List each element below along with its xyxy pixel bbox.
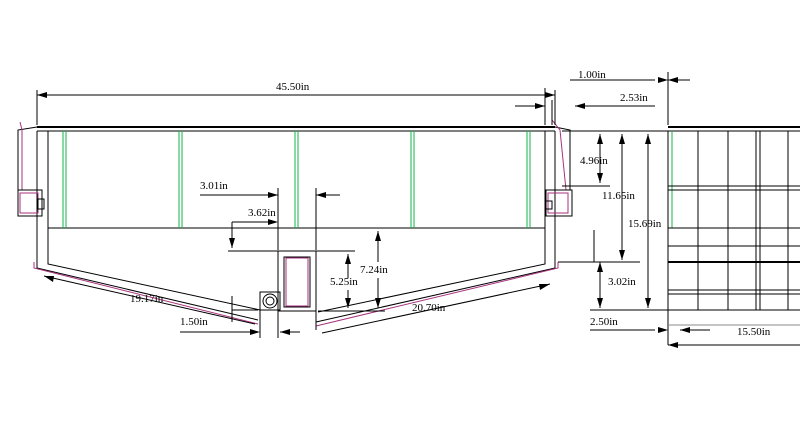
side-view — [667, 126, 800, 345]
dimension-labels: 45.50in 1.00in 2.53in 4.96in 11.65in 15.… — [130, 69, 771, 338]
dim-left-slope: 19.17in — [130, 293, 164, 305]
dim-depth-total: 15.69in — [628, 218, 662, 230]
dim-sump-width: 3.01in — [200, 180, 228, 192]
dim-side-width: 15.50in — [737, 326, 771, 338]
front-view — [17, 119, 573, 338]
dim-depth-lower: 3.02in — [608, 276, 636, 288]
dim-sump-depth: 5.25in — [330, 276, 358, 288]
dim-depth-mid: 11.65in — [602, 190, 635, 202]
dim-top-offset-a: 1.00in — [578, 69, 606, 81]
dim-depth-upper: 4.96in — [580, 155, 608, 167]
dim-top-offset-b: 2.53in — [620, 92, 648, 104]
dim-right-slope: 20.70in — [412, 302, 446, 314]
dimension-lines — [36, 72, 800, 348]
dim-overall-width: 45.50in — [276, 81, 310, 93]
dim-pipe-gap: 1.50in — [180, 316, 208, 328]
dim-side-offset: 2.50in — [590, 316, 618, 328]
dim-sump-height: 7.24in — [360, 264, 388, 276]
dim-sump-offset: 3.62in — [248, 207, 276, 219]
